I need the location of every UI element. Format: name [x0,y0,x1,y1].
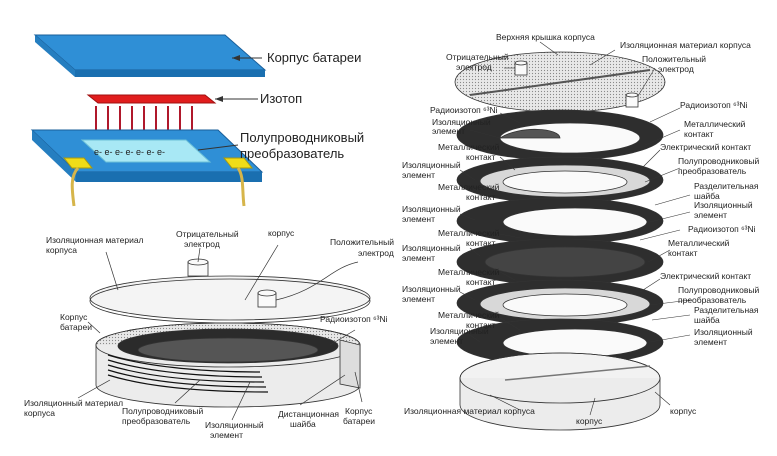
rs-metal-contact-4a: Металлический [438,228,500,238]
rs-insul-element-7b: элемент [694,337,727,347]
rs-top-cover-label: Верхняя крышка корпуса [496,32,595,42]
bl-pos-electrode-1: Положительный [330,237,394,247]
rs-insul-element-3b: элемент [694,210,727,220]
rs-insul-element-1a: Изоляционный [432,117,491,127]
rs-converter-2b: преобразователь [678,295,747,305]
rs-radioisotope-left: Радиоизотоп ⁶³Ni [430,105,498,115]
electrons-label: e- e- e- e- e- e- e- [94,147,165,157]
bl-converter-1: Полупроводниковый [122,406,203,416]
rs-insul-material: Изоляционная материал корпуса [620,40,751,50]
rs-spacer-1b: шайба [694,191,720,201]
bl-spacer-2: шайба [290,419,316,429]
rs-metal-contact-1a: Металлический [684,119,746,129]
rs-metal-contact-3b: контакт [466,192,496,202]
bl-neg-electrode-2: электрод [184,239,220,249]
wire-right [236,167,246,207]
bl-insul-element-2: элемент [210,430,243,440]
rs-converter-2a: Полупроводниковый [678,285,759,295]
rs-neg-electrode-2: электрод [456,62,492,72]
rs-radioisotope-mid: Радиоизотоп ⁶³Ni [688,224,756,234]
rs-metal-contact-4b: контакт [466,238,496,248]
label-isotope: Изотоп [260,91,302,106]
label-converter-2: преобразователь [240,146,344,161]
semiconductor-converter [80,139,212,163]
rs-electric-contact-2: Электрический контакт [660,271,751,281]
rs-electric-contact-1: Электрический контакт [660,142,751,152]
isotope-layer [86,94,217,104]
rs-insul-element-8b: элемент [430,336,463,346]
rs-spacer-2b: шайба [694,315,720,325]
rs-metal-contact-3a: Металлический [438,182,500,192]
rs-metal-contact-5a: Металлический [668,238,730,248]
bl-spacer-1: Дистанционная [278,409,339,419]
rs-metal-contact-2b: контакт [466,152,496,162]
bl-neg-electrode-1: Отрицательный [176,229,239,239]
rs-radioisotope-right: Радиоизотоп ⁶³Ni [680,100,748,110]
rs-bottom-material: Изоляционная материал корпуса [404,406,535,416]
rs-insul-element-6b: элемент [402,294,435,304]
bottom-left-assembly [77,244,371,421]
rs-metal-contact-7b: контакт [466,320,496,330]
wire-left [70,166,80,207]
bl-battery-case-b2: батареи [343,416,375,426]
rs-metal-contact-7a: Металлический [438,310,500,320]
rs-spacer-1a: Разделительная [694,181,759,191]
cover-disk [89,275,371,321]
bottom-left-labels: Отрицательный электрод корпус Изоляционн… [24,228,394,440]
rs-insul-element-5a: Изоляционный [402,243,461,253]
top-left-schematic: e- e- e- e- e- e- e- Корпус батареи Изот… [30,34,364,207]
rs-insul-element-6a: Изоляционный [402,284,461,294]
rs-spacer-2a: Разделительная [694,305,759,315]
contact-right [222,157,254,169]
bl-battery-case-b1: Корпус [345,406,373,416]
rs-case-1: корпус [576,416,603,426]
rs-pos-electrode-2: электрод [658,64,694,74]
label-converter-1: Полупроводниковый [240,130,364,145]
bl-pos-electrode-2: электрод [358,248,394,258]
bl-insul-material-2: корпуса [46,245,77,255]
rs-metal-contact-1b: контакт [684,129,714,139]
rs-insul-element-4a: Изоляционный [402,204,461,214]
rs-insul-element-7a: Изоляционный [694,327,753,337]
contact-left [62,157,94,169]
battery-case-plate [33,34,267,71]
rs-insul-element-2a: Изоляционный [402,160,461,170]
rs-converter-1b: преобразователь [678,166,747,176]
rs-metal-contact-6a: Металлический [438,267,500,277]
rs-insul-element-3a: Изоляционный [694,200,753,210]
rs-case-2: корпус [670,406,697,416]
rs-pos-electrode-1: Положительный [642,54,706,64]
bl-insul-material-b2: корпуса [24,408,55,418]
bl-converter-2: преобразователь [122,416,191,426]
label-battery-case: Корпус батареи [267,50,361,65]
rs-insul-element-5b: элемент [402,253,435,263]
rs-converter-1a: Полупроводниковый [678,156,759,166]
bl-insul-element-1: Изоляционный [205,420,264,430]
bl-case: корпус [268,228,295,238]
rs-insul-element-8a: Изоляционный [430,326,489,336]
rs-insul-element-1b: элемент [432,126,465,136]
rs-metal-contact-6b: контакт [466,277,496,287]
rs-neg-electrode-1: Отрицательный [446,52,509,62]
bl-insul-material-1: Изоляционная материал [46,235,144,245]
bl-radioisotope: Радиоизотоп ⁶³Ni [320,314,388,324]
bl-insul-material-b1: Изоляционный материал [24,398,123,408]
right-exploded-stack [454,41,691,431]
rs-insul-element-2b: элемент [402,170,435,180]
bl-battery-case-1: Корпус [60,312,88,322]
rs-insul-element-4b: элемент [402,214,435,224]
right-labels: Верхняя крышка корпуса Отрицательный эле… [402,32,759,426]
rs-metal-contact-5b: контакт [668,248,698,258]
rs-metal-contact-2a: Металлический [438,142,500,152]
bl-battery-case-2: батареи [60,322,92,332]
